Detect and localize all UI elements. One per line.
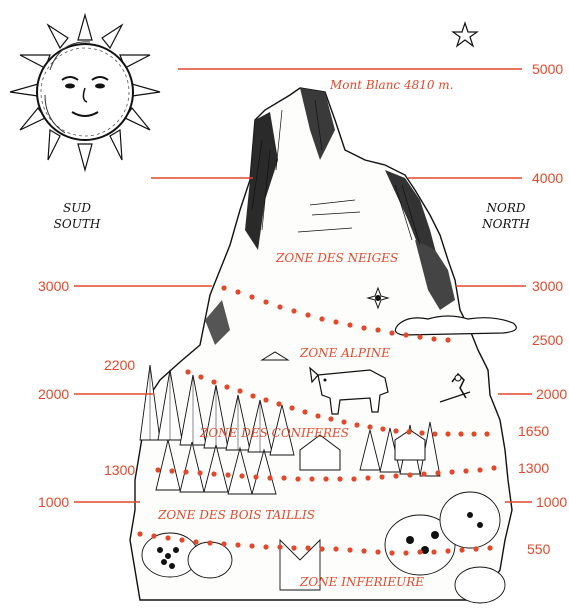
peak-label: Mont Blanc 4810 m. [329, 78, 454, 92]
north-label-en: NORTH [481, 217, 530, 231]
zone-label-inferieure: ZONE INFERIEURE [299, 575, 424, 589]
south-label-en: SOUTH [54, 217, 101, 231]
altitude-left-2200: 2200 [104, 357, 135, 373]
altitude-right-550: 550 [527, 541, 551, 557]
north-label-fr: NORD [486, 201, 526, 215]
zone-label-alpine: ZONE ALPINE [299, 346, 390, 360]
star-icon [453, 23, 477, 46]
cloud-icon [395, 316, 516, 335]
altitude-right-1650: 1650 [518, 423, 549, 439]
south-label-fr: SUD [63, 201, 91, 215]
altitude-right-1000: 1000 [536, 494, 567, 510]
altitude-right-5000: 5000 [532, 61, 563, 77]
altitude-right-4000: 4000 [532, 170, 563, 186]
altitude-left-2000: 2000 [38, 386, 69, 402]
zone-label-bois-taillis: ZONE DES BOIS TAILLIS [157, 508, 315, 522]
altitude-left-3000: 3000 [38, 278, 69, 294]
zone-label-coniferes: ZONE DES CONIFERES [199, 426, 349, 440]
altitude-right-1300: 1300 [518, 460, 549, 476]
altitude-right-2500: 2500 [532, 332, 563, 348]
altitude-right-2000: 2000 [536, 386, 567, 402]
altitude-left-1300: 1300 [104, 462, 135, 478]
zone-label-neiges: ZONE DES NEIGES [275, 251, 398, 265]
altitude-right-3000: 3000 [532, 278, 563, 294]
sun-icon [10, 15, 160, 170]
altitude-left-1000: 1000 [38, 494, 69, 510]
